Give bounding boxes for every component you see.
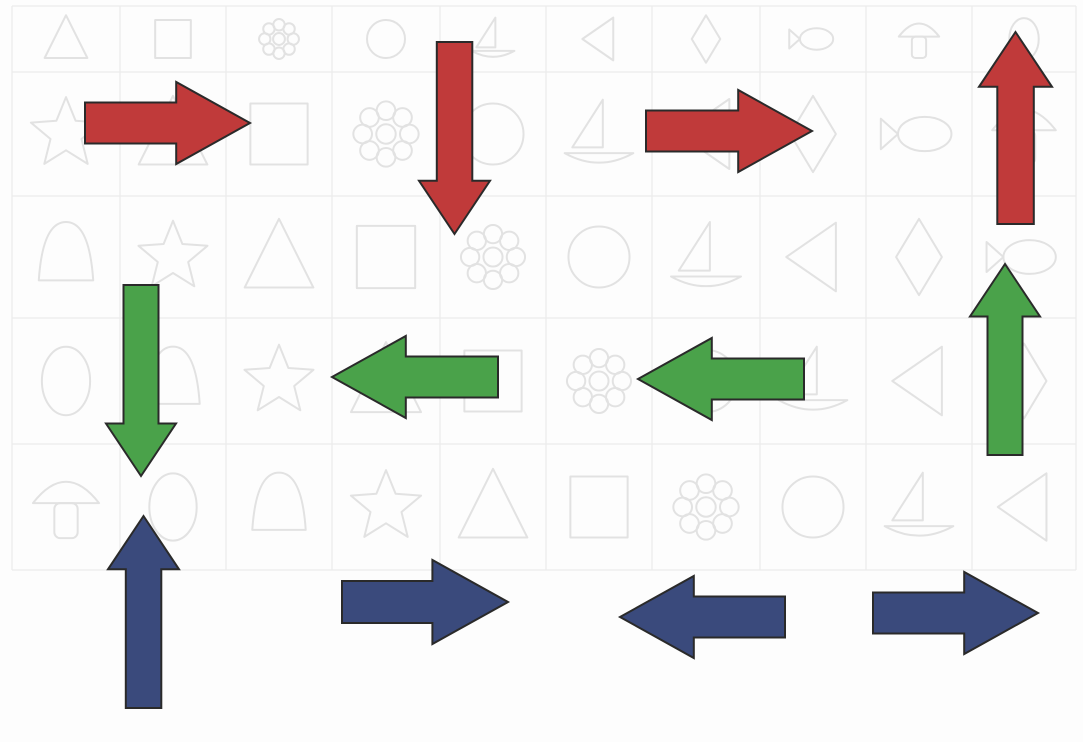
faint-triangle-shape	[43, 14, 89, 60]
blue-arrow-left-icon	[617, 574, 786, 660]
faint-oval-shape	[148, 472, 198, 542]
faint-wedge-shape	[581, 16, 615, 62]
green-arrow-left-icon	[329, 334, 499, 420]
faint-square-shape	[154, 18, 192, 60]
faint-flower-shape	[258, 18, 300, 60]
faint-circle-shape	[781, 475, 845, 539]
red-arrow-right-icon	[84, 80, 253, 166]
faint-mushroom-shape	[897, 22, 941, 60]
green-arrow-down-icon	[104, 284, 178, 478]
faint-flower-shape	[672, 473, 740, 541]
direction-arrows	[84, 30, 1054, 709]
faint-mushroom-shape	[31, 480, 101, 540]
blue-arrow-up-icon	[106, 514, 181, 709]
faint-square-shape	[569, 475, 629, 539]
faint-oval-shape	[40, 345, 92, 417]
red-arrow-right-icon	[645, 88, 815, 174]
faint-wedge-shape	[891, 345, 943, 417]
faint-sailboat-shape	[470, 16, 516, 58]
faint-triangle-shape	[457, 467, 529, 539]
faint-diamond-shape	[789, 94, 837, 174]
faint-sailboat-shape	[883, 471, 955, 537]
faint-square-shape	[249, 102, 309, 166]
faint-star-shape	[349, 469, 423, 538]
faint-flower-shape	[459, 223, 527, 291]
faint-diamond-shape	[690, 14, 722, 64]
faint-diamond-shape	[895, 217, 943, 297]
background-faint-shapes	[29, 14, 1057, 542]
faint-flower-shape	[565, 347, 633, 415]
faint-star-shape	[137, 219, 209, 288]
faint-fish-shape	[788, 27, 835, 51]
faint-wedge-shape	[996, 472, 1048, 542]
faint-flower-shape	[352, 100, 420, 168]
faint-square-shape	[355, 224, 417, 290]
faint-bell-shape	[251, 471, 307, 531]
red-arrow-up-icon	[977, 30, 1054, 225]
faint-triangle-shape	[243, 217, 315, 289]
faint-fish-shape	[985, 239, 1057, 275]
faint-circle-shape	[567, 225, 631, 289]
background-grid	[11, 5, 1077, 571]
green-arrow-left-icon	[635, 336, 805, 422]
faint-bell-shape	[37, 221, 95, 282]
faint-wedge-shape	[785, 221, 837, 293]
green-arrow-up-icon	[968, 262, 1042, 456]
faint-sailboat-shape	[670, 221, 742, 288]
faint-sailboat-shape	[563, 98, 635, 164]
red-arrow-down-icon	[417, 41, 492, 236]
faint-star-shape	[243, 343, 315, 412]
faint-fish-shape	[879, 115, 953, 153]
blue-arrow-right-icon	[872, 570, 1041, 656]
faint-circle-shape	[365, 18, 407, 60]
blue-arrow-right-icon	[341, 558, 511, 646]
